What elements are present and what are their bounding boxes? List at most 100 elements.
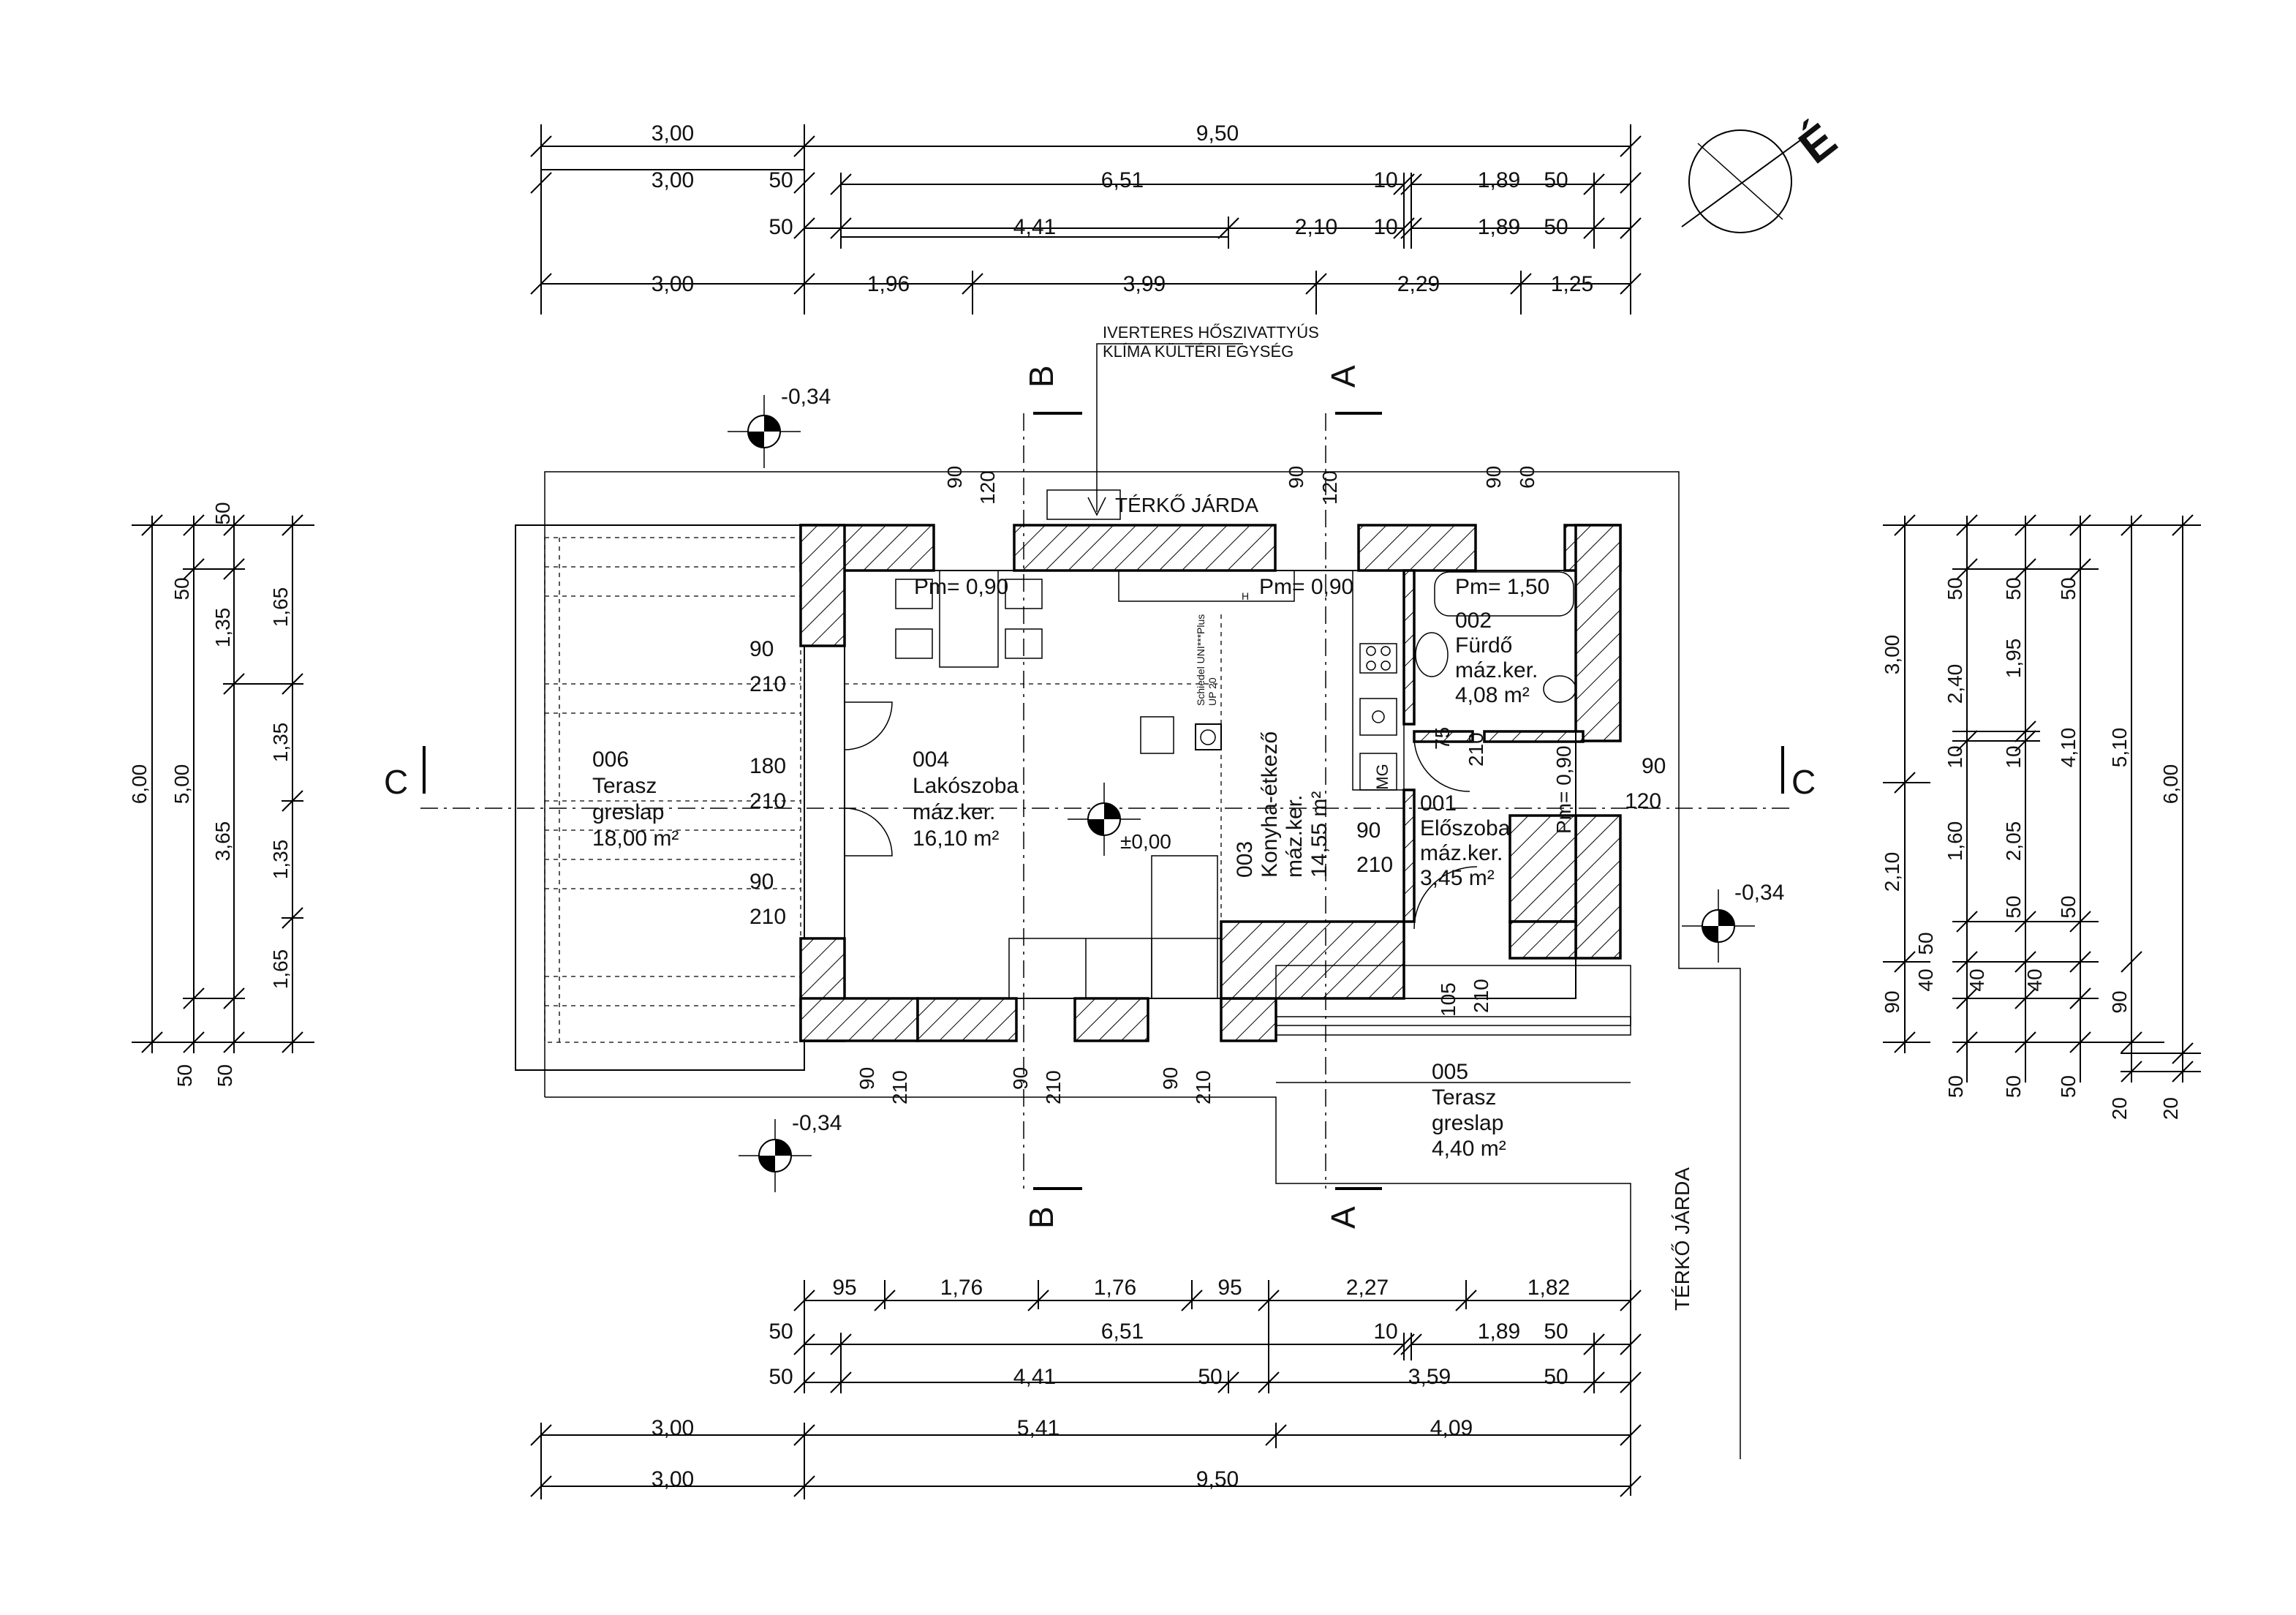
room-005-floor: greslap bbox=[1432, 1111, 1503, 1135]
room-002-num: 002 bbox=[1455, 609, 1492, 633]
dim-bot-r3-e: 50 bbox=[1544, 1365, 1568, 1389]
dim-top-r4-d: 2,29 bbox=[1397, 272, 1440, 296]
level-marker-inside: ±0,00 bbox=[1068, 783, 1171, 856]
room-006-area: 18,00 m² bbox=[592, 827, 679, 851]
dim-right-c3-d: 2,05 bbox=[2002, 821, 2025, 862]
room-004-area: 16,10 m² bbox=[913, 827, 999, 851]
win-left1-w: 90 bbox=[749, 637, 774, 661]
room-label-004: 004 Lakószoba máz.ker. 16,10 m² bbox=[913, 748, 1019, 851]
dim-right-c3-f: 40 bbox=[1965, 968, 1988, 991]
room-001-name: Előszoba bbox=[1420, 816, 1511, 840]
dim-bot-r4-a: 3,00 bbox=[652, 1416, 694, 1440]
dim-right-c3-b: 1,95 bbox=[2002, 639, 2025, 679]
room-label-006: 006 Terasz greslap 18,00 m² bbox=[592, 748, 679, 851]
level-marker-bl: -0,34 bbox=[739, 1111, 842, 1192]
room-001-floor: máz.ker. bbox=[1420, 841, 1503, 865]
win-top1-w: 90 bbox=[943, 466, 966, 489]
room-label-002: 002 Fürdő máz.ker. 4,08 m² bbox=[1455, 609, 1538, 707]
dim-left-c2-a: 50 bbox=[170, 577, 193, 600]
dim-bot-r1-c: 1,76 bbox=[1094, 1276, 1136, 1300]
dim-top-r2-d: 10 bbox=[1373, 168, 1397, 192]
dim-right-c6-a: 6,00 bbox=[2159, 764, 2182, 805]
dim-right-c4-a: 50 bbox=[2057, 577, 2080, 600]
room-002-floor: máz.ker. bbox=[1455, 658, 1538, 682]
level-label-tl: -0,34 bbox=[781, 385, 831, 409]
dim-top-r2-e: 1,89 bbox=[1478, 168, 1520, 192]
dim-right-c4-d: 40 bbox=[2023, 968, 2046, 991]
section-a-top: A bbox=[1324, 365, 1362, 388]
win-bot1-w: 90 bbox=[856, 1067, 878, 1090]
dim-right-c1-a: 3,00 bbox=[1881, 635, 1903, 675]
win-top3-w: 90 bbox=[1482, 466, 1505, 489]
room-003-num: 003 bbox=[1233, 841, 1257, 878]
dim-right-c5-c: 20 bbox=[2108, 1097, 2131, 1120]
dim-left-c3-b: 1,35 bbox=[211, 608, 234, 648]
dim-bot-r2-d: 1,89 bbox=[1478, 1320, 1520, 1344]
heat-pump-line2: KLÍMA KÜLTÉRI EGYSÉG bbox=[1103, 342, 1294, 361]
dim-top-r4-a: 3,00 bbox=[652, 272, 694, 296]
room-005-area: 4,40 m² bbox=[1432, 1137, 1506, 1161]
parapet-kitchen: Pm= 0,90 bbox=[1259, 575, 1353, 599]
paving-right-label: TÉRKŐ JÁRDA bbox=[1671, 1167, 1693, 1311]
win-top2-h: 120 bbox=[1318, 470, 1341, 505]
dim-left-c4-e: 1,65 bbox=[269, 949, 292, 990]
dim-right-c5-a: 5,10 bbox=[2108, 728, 2131, 768]
win-right1-h: 120 bbox=[1625, 789, 1661, 813]
room-002-name: Fürdő bbox=[1455, 633, 1512, 658]
room-001-num: 001 bbox=[1420, 791, 1457, 816]
door-hall-w: 90 bbox=[1356, 818, 1381, 843]
dim-bot-r5-a: 3,00 bbox=[652, 1467, 694, 1491]
dim-right-c4-b: 4,10 bbox=[2057, 728, 2080, 768]
north-arrow-icon: É bbox=[1681, 113, 1846, 233]
paving-top-label: TÉRKŐ JÁRDA bbox=[1115, 494, 1258, 516]
dim-bot-r3-d: 3,59 bbox=[1408, 1365, 1451, 1389]
dim-right-c2-a: 50 bbox=[1944, 577, 1966, 600]
dim-top-r1-b: 9,50 bbox=[1196, 121, 1239, 146]
dim-top-r2-b: 50 bbox=[769, 168, 793, 192]
dim-right-c3-e: 50 bbox=[2002, 895, 2025, 918]
room-004-name: Lakószoba bbox=[913, 774, 1019, 798]
dim-bot-r2-b: 6,51 bbox=[1101, 1320, 1144, 1344]
dim-right-c3-a: 50 bbox=[2002, 577, 2025, 600]
dim-top-r2-c: 6,51 bbox=[1101, 168, 1144, 192]
interior-outlines: MG bbox=[844, 570, 1631, 1036]
room-label-005: 005 Terasz greslap 4,40 m² bbox=[1432, 1060, 1506, 1161]
dim-left-c1-b: 50 bbox=[173, 1064, 196, 1087]
room-006-floor: greslap bbox=[592, 800, 664, 824]
win-bot2-w: 90 bbox=[1009, 1067, 1032, 1090]
win-left2-w: 180 bbox=[749, 754, 786, 778]
heat-pump-annotation: IVERTERES HŐSZIVATTYÚS KLÍMA KÜLTÉRI EGY… bbox=[1046, 323, 1319, 520]
dim-bot-r1-f: 1,82 bbox=[1527, 1276, 1570, 1300]
boiler-label-1: Schiedel UNI***Plus bbox=[1195, 614, 1206, 706]
dim-left-c4-a: 1,65 bbox=[269, 587, 292, 628]
win-bot3-h: 210 bbox=[1192, 1070, 1215, 1104]
win-bot3-w: 90 bbox=[1159, 1067, 1182, 1090]
room-006-num: 006 bbox=[592, 748, 629, 772]
dim-bot-r1-e: 2,27 bbox=[1346, 1276, 1389, 1300]
dim-right-c3-g: 50 bbox=[2002, 1075, 2025, 1098]
win-right1-w: 90 bbox=[1642, 754, 1666, 778]
dim-top-r3-d: 10 bbox=[1373, 215, 1397, 239]
dim-top-r3-e: 1,89 bbox=[1478, 215, 1520, 239]
dim-right-c2-e: 50 bbox=[1914, 932, 1937, 955]
dim-right-c3-c: 10 bbox=[2002, 745, 2025, 768]
section-c-left: C bbox=[384, 763, 408, 801]
parapet-living: Pm= 0,90 bbox=[914, 575, 1008, 599]
room-label-001: 001 Előszoba máz.ker. 3,45 m² bbox=[1420, 791, 1511, 890]
level-label-bl: -0,34 bbox=[792, 1111, 842, 1135]
room-004-floor: máz.ker. bbox=[913, 800, 995, 824]
dim-bot-r5-b: 9,50 bbox=[1196, 1467, 1239, 1491]
win-left3-w: 90 bbox=[749, 870, 774, 894]
dim-bot-r1-d: 95 bbox=[1217, 1276, 1242, 1300]
dim-top-r3-f: 50 bbox=[1544, 215, 1568, 239]
win-top3-h: 60 bbox=[1516, 466, 1538, 489]
bottom-dimension-chains: 95 1,76 1,76 95 2,27 1,82 50 6,51 10 1,8… bbox=[530, 1276, 1642, 1499]
room-006-name: Terasz bbox=[592, 774, 657, 798]
dim-left-c4-b: 1,35 bbox=[269, 723, 292, 763]
boiler-label-2: UP 20 bbox=[1206, 677, 1218, 706]
win-top2-w: 90 bbox=[1285, 466, 1307, 489]
dim-top-r2-f: 50 bbox=[1544, 168, 1568, 192]
win-top1-h: 120 bbox=[976, 470, 999, 505]
win-left2-h: 210 bbox=[749, 789, 786, 813]
section-c-right: C bbox=[1791, 763, 1816, 801]
